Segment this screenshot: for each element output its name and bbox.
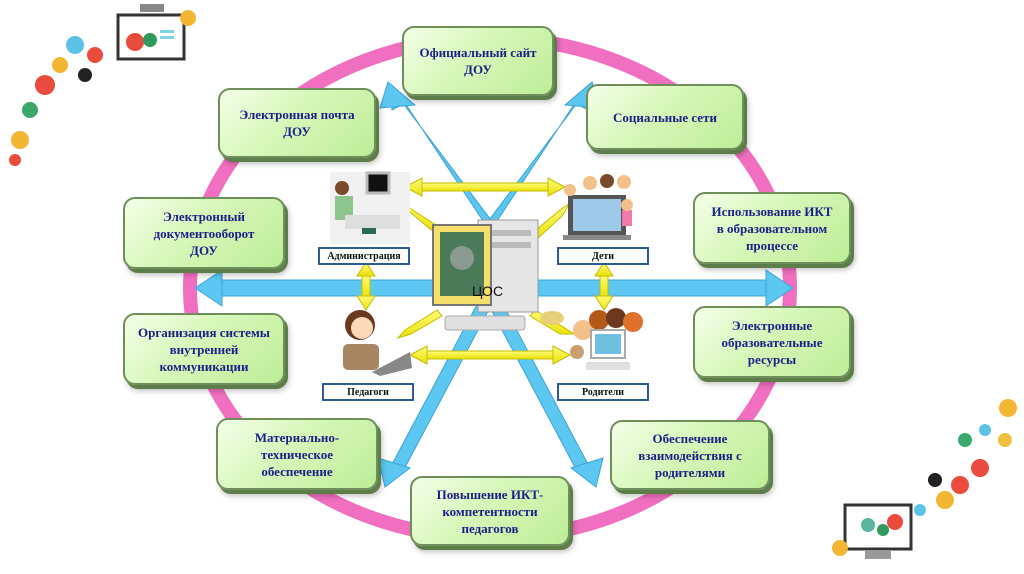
box-teacher-ict: Повышение ИКТ- компетентности педагогов — [410, 476, 570, 546]
box-official-site: Официальный сайт ДОУ — [402, 26, 554, 96]
box-ict-usage: Использование ИКТ в образовательном проц… — [693, 192, 851, 264]
label-parents: Родители — [557, 383, 649, 401]
center-label: ЦОС — [472, 283, 504, 299]
arrow-children-parents — [594, 261, 614, 311]
box-internal-communication: Организация системы внутренней коммуника… — [123, 313, 285, 385]
central-computer-icon — [432, 219, 564, 331]
box-email: Электронная почта ДОУ — [218, 88, 376, 158]
arrow-center-teachers — [396, 309, 443, 339]
box-e-document-flow: Электронный документооборот ДОУ — [123, 197, 285, 269]
children-with-laptop-icon — [563, 174, 633, 240]
admin-at-desk-icon — [330, 171, 410, 244]
arrow-admin-teachers — [356, 261, 376, 311]
arrow-admin-children — [403, 177, 567, 197]
arrow-teachers-parents — [408, 345, 572, 365]
box-material-support: Материально- техническое обеспечение — [216, 418, 378, 490]
label-teachers: Педагоги — [322, 383, 414, 401]
box-e-resources: Электронные образовательные ресурсы — [693, 306, 851, 378]
teacher-with-laptop-icon — [343, 310, 412, 376]
box-parent-interaction: Обеспечение взаимодействия с родителями — [610, 420, 770, 490]
label-administration: Администрация — [318, 247, 410, 265]
tech-icons-cluster-bottom-right — [832, 399, 1017, 559]
tech-icons-cluster-top-left — [9, 4, 196, 166]
box-social-networks: Социальные сети — [586, 84, 744, 150]
family-with-computer-icon — [570, 308, 643, 370]
label-children: Дети — [557, 247, 649, 265]
